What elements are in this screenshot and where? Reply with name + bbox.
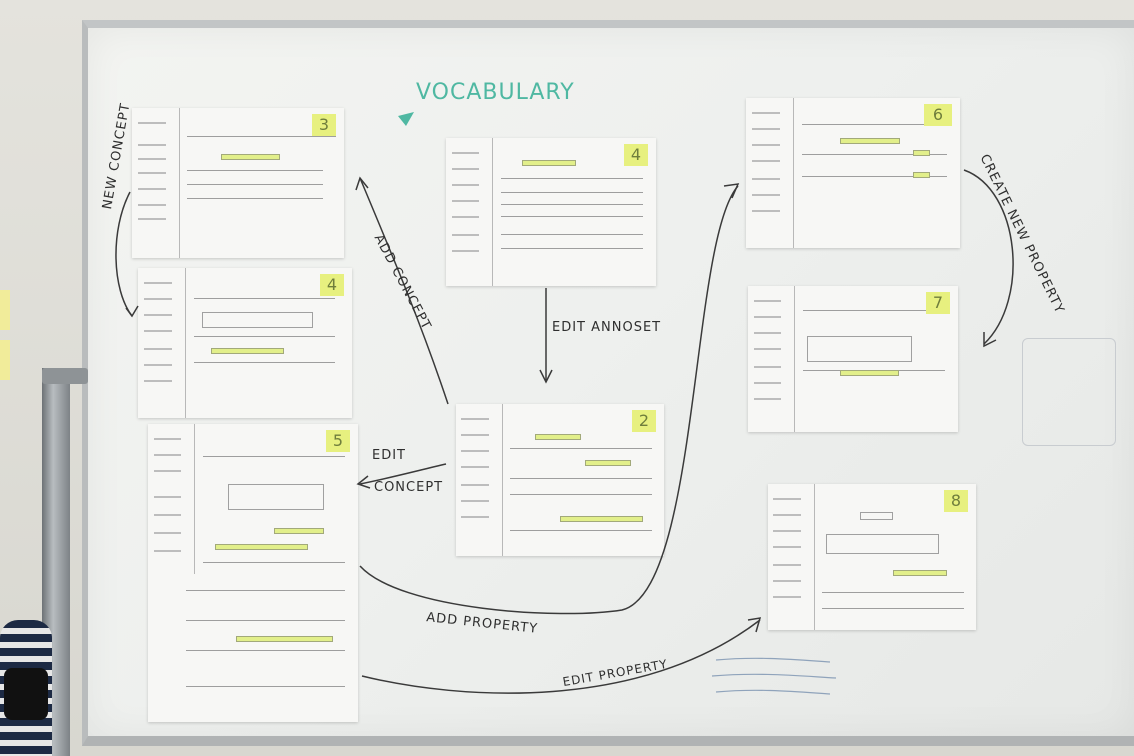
stand-arm — [42, 368, 88, 384]
wireframe-sheet-add-property: 6 — [746, 98, 960, 248]
arrow-add-property — [359, 185, 739, 615]
chair-handle — [4, 668, 48, 720]
arrow-edit-property — [361, 619, 761, 694]
arrow-new-concept — [115, 191, 133, 317]
label-edit-concept-line1: EDIT — [372, 448, 406, 463]
wireframe-sheet-add-concept: 3 — [132, 108, 344, 258]
wireframe-sheet-annotation-set: 4 — [446, 138, 656, 286]
empty-drawn-box — [1022, 338, 1116, 446]
sheet-number: 4 — [624, 144, 648, 166]
arrow-add-concept — [359, 177, 449, 405]
sticky-note — [0, 290, 10, 330]
sheet-number: 6 — [924, 104, 952, 126]
sheet-number: 4 — [320, 274, 344, 296]
wireframe-sheet-create-concept: 4 — [138, 268, 352, 418]
wireframe-sheet-edit-annotation-set: 2 — [456, 404, 664, 556]
label-edit-concept-line2: CONCEPT — [374, 480, 444, 495]
wireframe-sheet-edit-property: 8 — [768, 484, 976, 630]
sheet-number: 7 — [926, 292, 950, 314]
sheet-number: 2 — [632, 410, 656, 432]
wireframe-sheet-edit-concept: 5 — [148, 424, 358, 722]
vocabulary-label: VOCABULARY — [416, 80, 575, 105]
label-edit-annoset: EDIT ANNOSET — [552, 320, 662, 335]
wireframe-sheet-create-property: 7 — [748, 286, 958, 432]
sheet-number: 3 — [312, 114, 336, 136]
sticky-note — [0, 340, 10, 380]
sheet-number: 5 — [326, 430, 350, 452]
arrow-edit-concept — [359, 463, 447, 485]
arrow-create-new-property — [963, 169, 1014, 345]
sheet-number: 8 — [944, 490, 968, 512]
